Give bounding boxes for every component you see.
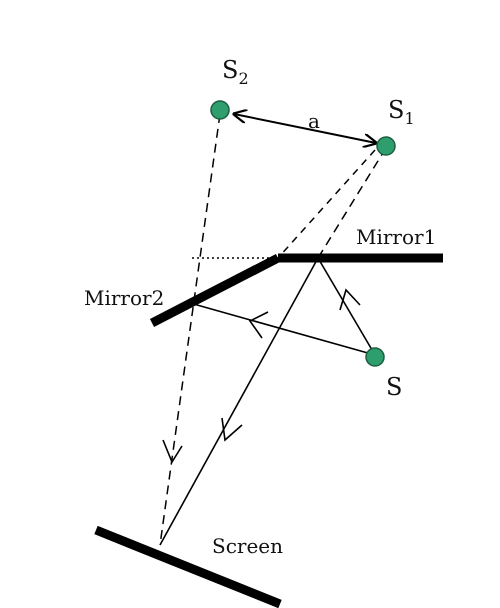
label-screen: Screen	[212, 534, 283, 558]
chevron-s-mirror2	[248, 311, 269, 339]
ray-mirror1-to-screen	[159, 257, 319, 546]
chevron-mirror2-screen	[162, 439, 183, 464]
ray-s-to-mirror1	[317, 257, 376, 356]
source-s	[365, 347, 385, 367]
chevron-mirror1-screen	[221, 417, 243, 442]
label-s2: S2	[222, 56, 249, 88]
distance-arrow	[234, 114, 376, 143]
label-mirror2: Mirror2	[84, 286, 164, 310]
mirror2-bar	[149, 254, 281, 327]
label-s: S	[386, 373, 402, 401]
ray-direction-chevrons	[162, 288, 361, 464]
chevron-s-mirror1	[339, 288, 361, 311]
virtual-ray-s2	[159, 113, 221, 546]
label-mirror1: Mirror1	[356, 225, 436, 249]
ray-s-to-mirror2	[189, 302, 376, 356]
source-s2	[210, 100, 230, 120]
label-distance-a: a	[308, 109, 320, 133]
virtual-ray-s1	[317, 147, 387, 259]
screen-bar	[94, 525, 282, 608]
virtual-ray-s1-mirror2	[277, 149, 376, 259]
label-s1: S1	[388, 96, 415, 128]
source-s1	[376, 136, 396, 156]
